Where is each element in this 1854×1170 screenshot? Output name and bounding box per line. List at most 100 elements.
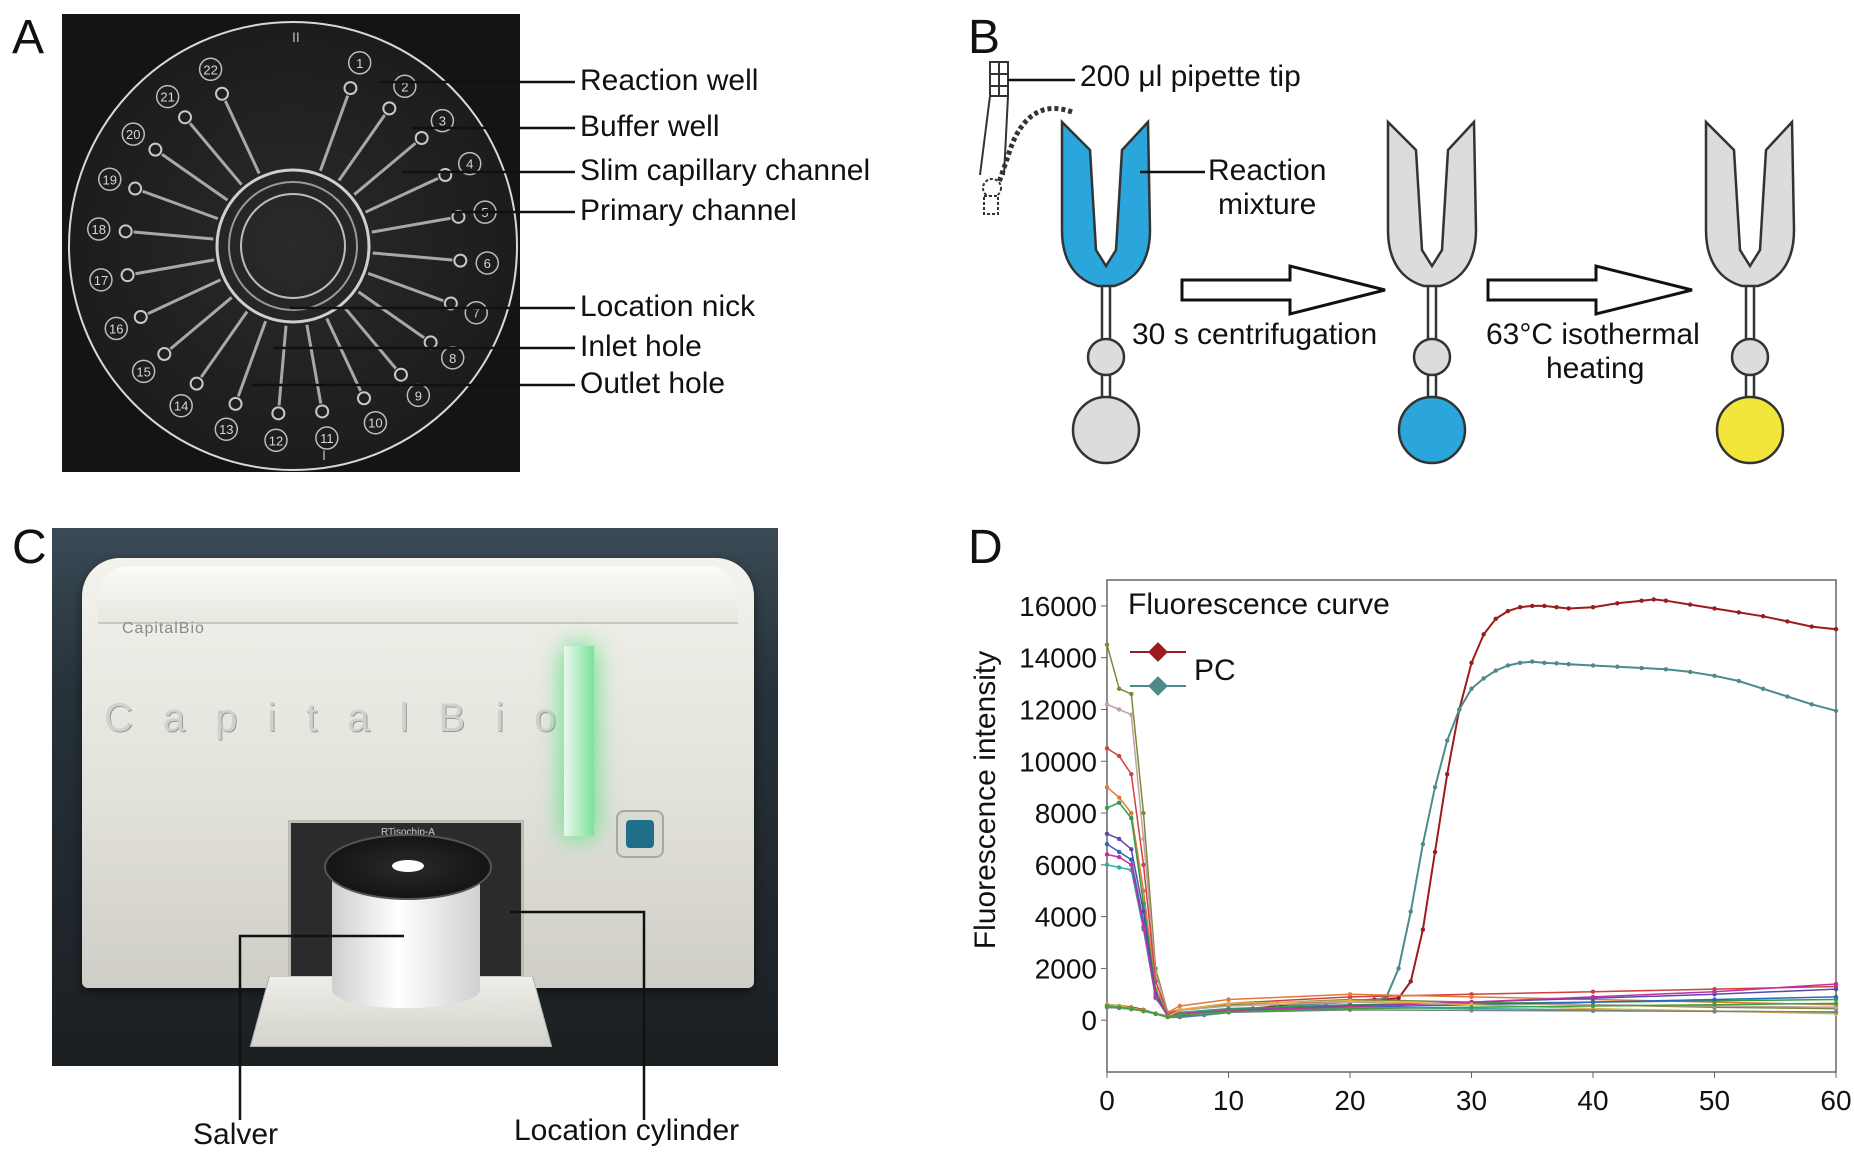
series-point: [1834, 982, 1838, 986]
series-point: [1591, 605, 1595, 609]
series-point: [1554, 661, 1558, 665]
series-point: [1141, 863, 1145, 867]
series-point: [1688, 670, 1692, 674]
series-point: [1518, 661, 1522, 665]
series-point: [1469, 661, 1473, 665]
series-point: [1226, 1001, 1230, 1005]
series-point: [1105, 643, 1109, 647]
series-point: [1834, 1010, 1838, 1014]
series-point: [1129, 857, 1133, 861]
series-point: [1737, 610, 1741, 614]
series-point: [1785, 694, 1789, 698]
series-point: [1506, 609, 1510, 613]
series-point: [1153, 1012, 1157, 1016]
legend-marker: [1148, 676, 1168, 696]
series-point: [1117, 850, 1121, 854]
series-point: [1129, 847, 1133, 851]
series-point: [1141, 1009, 1145, 1013]
series-point: [1129, 816, 1133, 820]
series-point: [1664, 599, 1668, 603]
legend-label: PC: [1194, 654, 1236, 687]
y-tick-label: 10000: [1019, 746, 1097, 777]
series-point: [1712, 1002, 1716, 1006]
series-point: [1433, 785, 1437, 789]
series-point: [1737, 679, 1741, 683]
series-point: [1396, 966, 1400, 970]
series-point: [1117, 754, 1121, 758]
series-point: [1494, 668, 1498, 672]
series-point: [1542, 604, 1546, 608]
series-point: [1457, 707, 1461, 711]
y-tick-label: 8000: [1035, 798, 1097, 829]
series-point: [1129, 811, 1133, 815]
series-point: [1117, 855, 1121, 859]
x-tick-label: 40: [1577, 1085, 1608, 1116]
series-point: [1105, 806, 1109, 810]
series-point: [1591, 995, 1595, 999]
series-point: [1481, 632, 1485, 636]
series-point: [1421, 927, 1425, 931]
x-tick-label: 50: [1699, 1085, 1730, 1116]
series-point: [1129, 1006, 1133, 1010]
series-point: [1433, 850, 1437, 854]
series-point: [1153, 995, 1157, 999]
series-point: [1615, 601, 1619, 605]
series-point: [1117, 837, 1121, 841]
chart-title: Fluorescence curve: [1128, 588, 1390, 622]
y-tick-label: 16000: [1019, 591, 1097, 622]
series-point: [1712, 990, 1716, 994]
series-line: [1107, 855, 1836, 1016]
y-axis-ticks: 0200040006000800010000120001400016000: [1019, 591, 1107, 1036]
series-point: [1348, 992, 1352, 996]
series-point: [1141, 811, 1145, 815]
x-tick-label: 20: [1334, 1085, 1365, 1116]
series-point: [1834, 987, 1838, 991]
series-point: [1712, 997, 1716, 1001]
series-point: [1639, 599, 1643, 603]
series-point: [1494, 617, 1498, 621]
series-point: [1129, 692, 1133, 696]
series-point: [1105, 746, 1109, 750]
y-tick-label: 6000: [1035, 850, 1097, 881]
series-line: [1107, 645, 1836, 1013]
series-point: [1409, 909, 1413, 913]
series-point: [1105, 702, 1109, 706]
series-point: [1117, 800, 1121, 804]
series-point: [1481, 676, 1485, 680]
series-point: [1785, 619, 1789, 623]
series-point: [1469, 1005, 1473, 1009]
series-point: [1834, 1001, 1838, 1005]
series-point: [1664, 667, 1668, 671]
series-line: [1107, 787, 1836, 1012]
series-point: [1761, 614, 1765, 618]
legend-marker: [1148, 642, 1168, 662]
series-point: [1688, 602, 1692, 606]
series-point: [1567, 662, 1571, 666]
series-point: [1445, 738, 1449, 742]
series-line: [1107, 662, 1836, 1018]
series-point: [1615, 665, 1619, 669]
series-point: [1117, 707, 1121, 711]
series-point: [1129, 863, 1133, 867]
y-tick-label: 2000: [1035, 953, 1097, 984]
series-point: [1117, 865, 1121, 869]
series-point: [1226, 1009, 1230, 1013]
series-line: [1107, 803, 1836, 1015]
series-point: [1639, 666, 1643, 670]
series-point: [1652, 597, 1656, 601]
series-point: [1105, 785, 1109, 789]
series-point: [1712, 606, 1716, 610]
series-point: [1469, 687, 1473, 691]
series-point: [1141, 925, 1145, 929]
y-axis-label: Fluorescence intensity: [969, 651, 1002, 949]
series-point: [1810, 624, 1814, 628]
series-point: [1421, 842, 1425, 846]
series-point: [1178, 1004, 1182, 1008]
series-point: [1591, 663, 1595, 667]
x-tick-label: 60: [1820, 1085, 1851, 1116]
series-point: [1761, 687, 1765, 691]
series-point: [1518, 605, 1522, 609]
series-point: [1542, 661, 1546, 665]
series-point: [1226, 997, 1230, 1001]
series-point: [1178, 1008, 1182, 1012]
